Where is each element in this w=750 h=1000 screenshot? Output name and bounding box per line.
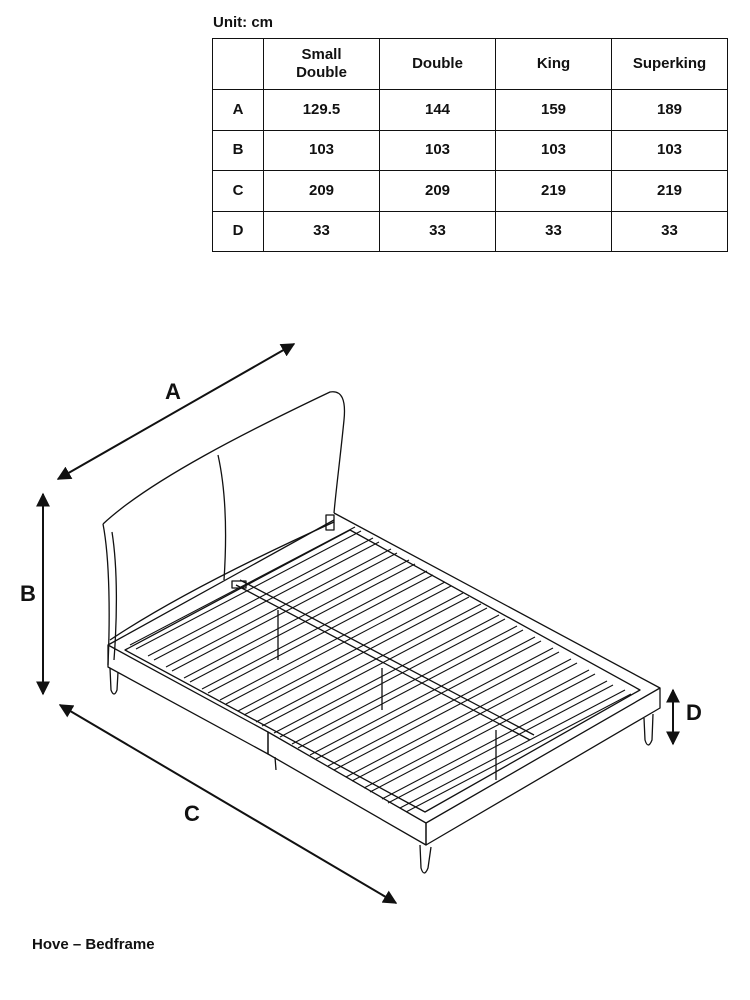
slat bbox=[183, 559, 416, 683]
slat-area-outline bbox=[124, 529, 641, 813]
bracket bbox=[231, 580, 247, 589]
slat bbox=[363, 669, 596, 793]
table-cell: 159 bbox=[495, 89, 612, 131]
dimension-arrow-c bbox=[58, 704, 398, 904]
dimension-label-d: D bbox=[686, 700, 702, 725]
table-cell: 33 bbox=[495, 210, 612, 252]
table-cell: 33 bbox=[611, 210, 728, 252]
table-row: C 209 209 219 219 bbox=[212, 170, 728, 212]
right-side-rail-top bbox=[333, 512, 661, 689]
slat bbox=[129, 526, 362, 650]
left-side-rail-front bbox=[107, 644, 269, 755]
table-cell: 103 bbox=[379, 129, 496, 171]
table-cell: 209 bbox=[263, 170, 380, 212]
table-header-row: Small Double Double King Superking bbox=[212, 38, 728, 90]
table-cell: 103 bbox=[495, 129, 612, 171]
row-label: C bbox=[212, 170, 264, 212]
column-header-king: King bbox=[495, 38, 612, 90]
slat bbox=[327, 647, 560, 771]
column-header-double: Double bbox=[379, 38, 496, 90]
headboard-left-edge bbox=[102, 523, 110, 666]
table-cell: 219 bbox=[495, 170, 612, 212]
dimension-arrow-a bbox=[56, 343, 296, 480]
slat bbox=[255, 603, 488, 727]
column-header-line: Superking bbox=[632, 55, 707, 72]
leg-front-left bbox=[109, 667, 119, 695]
row-label: D bbox=[212, 210, 264, 252]
slat bbox=[381, 680, 614, 804]
slats bbox=[129, 526, 632, 813]
slat bbox=[345, 658, 578, 782]
slat bbox=[201, 570, 434, 694]
headboard-wing bbox=[111, 531, 118, 661]
product-caption: Hove – Bedframe bbox=[32, 936, 155, 953]
unit-label: Unit: cm bbox=[213, 14, 273, 31]
slat bbox=[273, 614, 506, 738]
table-row: A 129.5 144 159 189 bbox=[212, 89, 728, 131]
slat bbox=[399, 689, 632, 813]
table-cell: 33 bbox=[263, 210, 380, 252]
slat bbox=[237, 592, 470, 716]
column-header-line: King bbox=[536, 55, 571, 72]
table-row: D 33 33 33 33 bbox=[212, 210, 728, 252]
column-header-small-double: Small Double bbox=[263, 38, 380, 90]
leg-back-left bbox=[419, 844, 432, 874]
dimension-label-a: A bbox=[165, 379, 181, 404]
table-row: B 103 103 103 103 bbox=[212, 129, 728, 171]
table-cell: 33 bbox=[379, 210, 496, 252]
dimension-label-b: B bbox=[20, 581, 36, 606]
headboard-panel-seam bbox=[217, 454, 227, 581]
leg-centre bbox=[274, 756, 277, 771]
table-corner-cell bbox=[212, 38, 264, 90]
table-cell: 144 bbox=[379, 89, 496, 131]
table-cell: 129.5 bbox=[263, 89, 380, 131]
foot-rail bbox=[425, 687, 661, 846]
dimension-label-c: C bbox=[184, 801, 200, 826]
slat bbox=[291, 625, 524, 749]
leg-foot-right bbox=[643, 713, 654, 746]
headboard-top bbox=[102, 391, 346, 525]
table-cell: 103 bbox=[263, 129, 380, 171]
slat bbox=[165, 548, 398, 672]
bracket bbox=[325, 514, 335, 531]
headboard-base bbox=[109, 521, 335, 641]
column-header-line: Double bbox=[412, 55, 463, 72]
dimensions-table: Small Double Double King Superking A 129… bbox=[212, 38, 728, 252]
head-rail bbox=[107, 519, 335, 646]
column-header-line: Small bbox=[301, 46, 342, 63]
slat bbox=[219, 581, 452, 705]
table-cell: 189 bbox=[611, 89, 728, 131]
column-header-superking: Superking bbox=[611, 38, 728, 90]
slat bbox=[147, 537, 380, 661]
column-header-line: Double bbox=[296, 64, 347, 81]
centre-beam-edge bbox=[239, 579, 535, 736]
slat bbox=[309, 636, 542, 760]
